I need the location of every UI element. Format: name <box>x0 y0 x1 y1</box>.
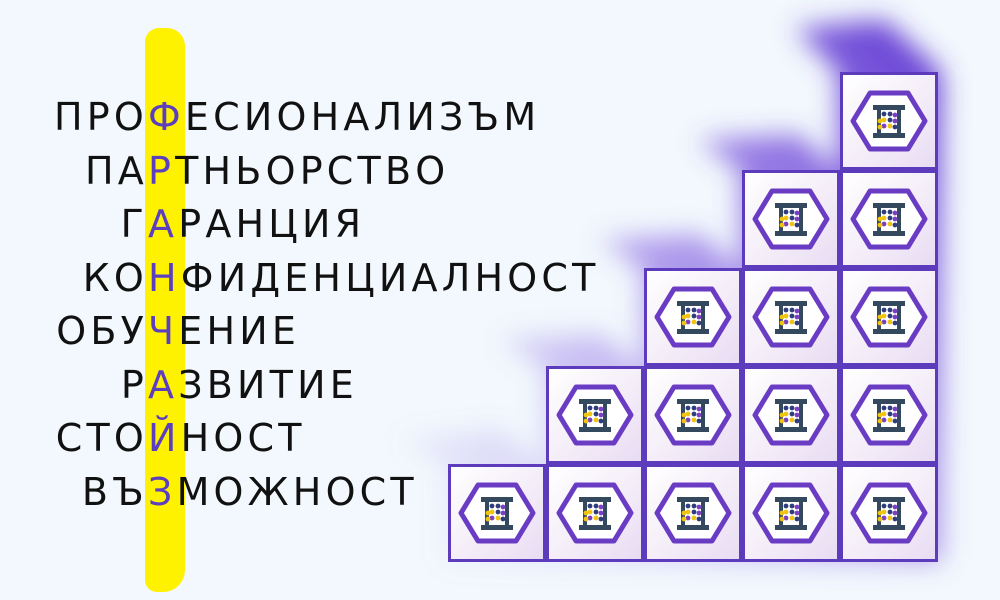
staircase-cube <box>448 464 546 562</box>
acrostic-word: ГАРАНЦИЯ <box>121 205 366 243</box>
acrostic-word: РАЗВИТИЕ <box>121 366 358 404</box>
acrostic-word-end: НОСТ <box>180 416 306 460</box>
acrostic-word-start: СТО <box>55 416 148 460</box>
hexagon-abacus-icon <box>752 188 830 250</box>
hexagon-abacus-icon <box>850 482 928 544</box>
staircase-cube <box>742 366 840 464</box>
hexagon-abacus-icon <box>850 384 928 446</box>
acrostic-word-start: Г <box>120 202 148 246</box>
hexagon-abacus-icon <box>458 482 536 544</box>
hexagon-abacus-icon <box>556 482 634 544</box>
hexagon-abacus-icon <box>556 384 634 446</box>
acrostic-word-end: ЗВИТИЕ <box>178 362 358 407</box>
acrostic-key-letter: Й <box>148 416 181 460</box>
acrostic-word-start: ПА <box>85 148 148 193</box>
staircase-cube <box>546 464 644 562</box>
acrostic-key-letter: З <box>148 469 177 514</box>
acrostic-word-end: ФИДЕНЦИАЛНОСТ <box>180 255 600 300</box>
hexagon-abacus-icon <box>752 384 830 446</box>
acrostic-word-end: РАНЦИЯ <box>178 202 366 246</box>
staircase-cube <box>840 366 938 464</box>
acrostic-word-start: ПРО <box>54 95 148 139</box>
hexagon-abacus-icon <box>752 482 830 544</box>
acrostic-word-start: ОБУ <box>56 309 148 353</box>
acrostic-highlight-bar <box>145 28 185 592</box>
staircase-cube <box>644 366 742 464</box>
acrostic-word: ВЪЗМОЖНОСТ <box>82 473 418 511</box>
staircase-cube <box>644 268 742 366</box>
staircase-cube <box>742 170 840 268</box>
acrostic-word: ПРОФЕСИОНАЛИЗЪМ <box>54 98 540 136</box>
staircase-cube <box>742 268 840 366</box>
acrostic-word: ПАРТНЬОРСТВО <box>85 152 449 190</box>
acrostic-word: СТОЙНОСТ <box>56 419 306 457</box>
acrostic-word: КОНФИДЕНЦИАЛНОСТ <box>83 259 600 297</box>
acrostic-key-letter: А <box>148 202 179 246</box>
acrostic-key-letter: Н <box>148 255 181 300</box>
acrostic-word-start: Р <box>120 362 148 407</box>
staircase-cube <box>840 464 938 562</box>
acrostic-word-end: ЕНИЕ <box>178 309 301 353</box>
acrostic-word-end: ТНЬОРСТВО <box>175 148 450 193</box>
hexagon-abacus-icon <box>654 384 732 446</box>
acrostic-word: ОБУЧЕНИЕ <box>56 312 300 350</box>
hexagon-abacus-icon <box>850 90 928 152</box>
acrostic-key-letter: Р <box>148 148 176 193</box>
staircase-cube <box>840 72 938 170</box>
hexagon-abacus-icon <box>654 482 732 544</box>
acrostic-word-end: ЕСИОНАЛИЗЪМ <box>184 95 541 139</box>
acrostic-key-letter: Ф <box>148 95 185 139</box>
staircase-cube <box>840 170 938 268</box>
acrostic-word-start: КО <box>82 255 148 300</box>
acrostic-key-letter: Ч <box>148 309 179 353</box>
hexagon-abacus-icon <box>752 286 830 348</box>
hexagon-abacus-icon <box>654 286 732 348</box>
hexagon-abacus-icon <box>850 286 928 348</box>
staircase-cube <box>840 268 938 366</box>
staircase-cube <box>546 366 644 464</box>
acrostic-word-end: МОЖНОСТ <box>176 469 418 514</box>
acrostic-key-letter: А <box>148 362 179 407</box>
staircase-cube <box>742 464 840 562</box>
acrostic-word-start: ВЪ <box>81 469 148 514</box>
hexagon-abacus-icon <box>850 188 928 250</box>
staircase-cube <box>644 464 742 562</box>
